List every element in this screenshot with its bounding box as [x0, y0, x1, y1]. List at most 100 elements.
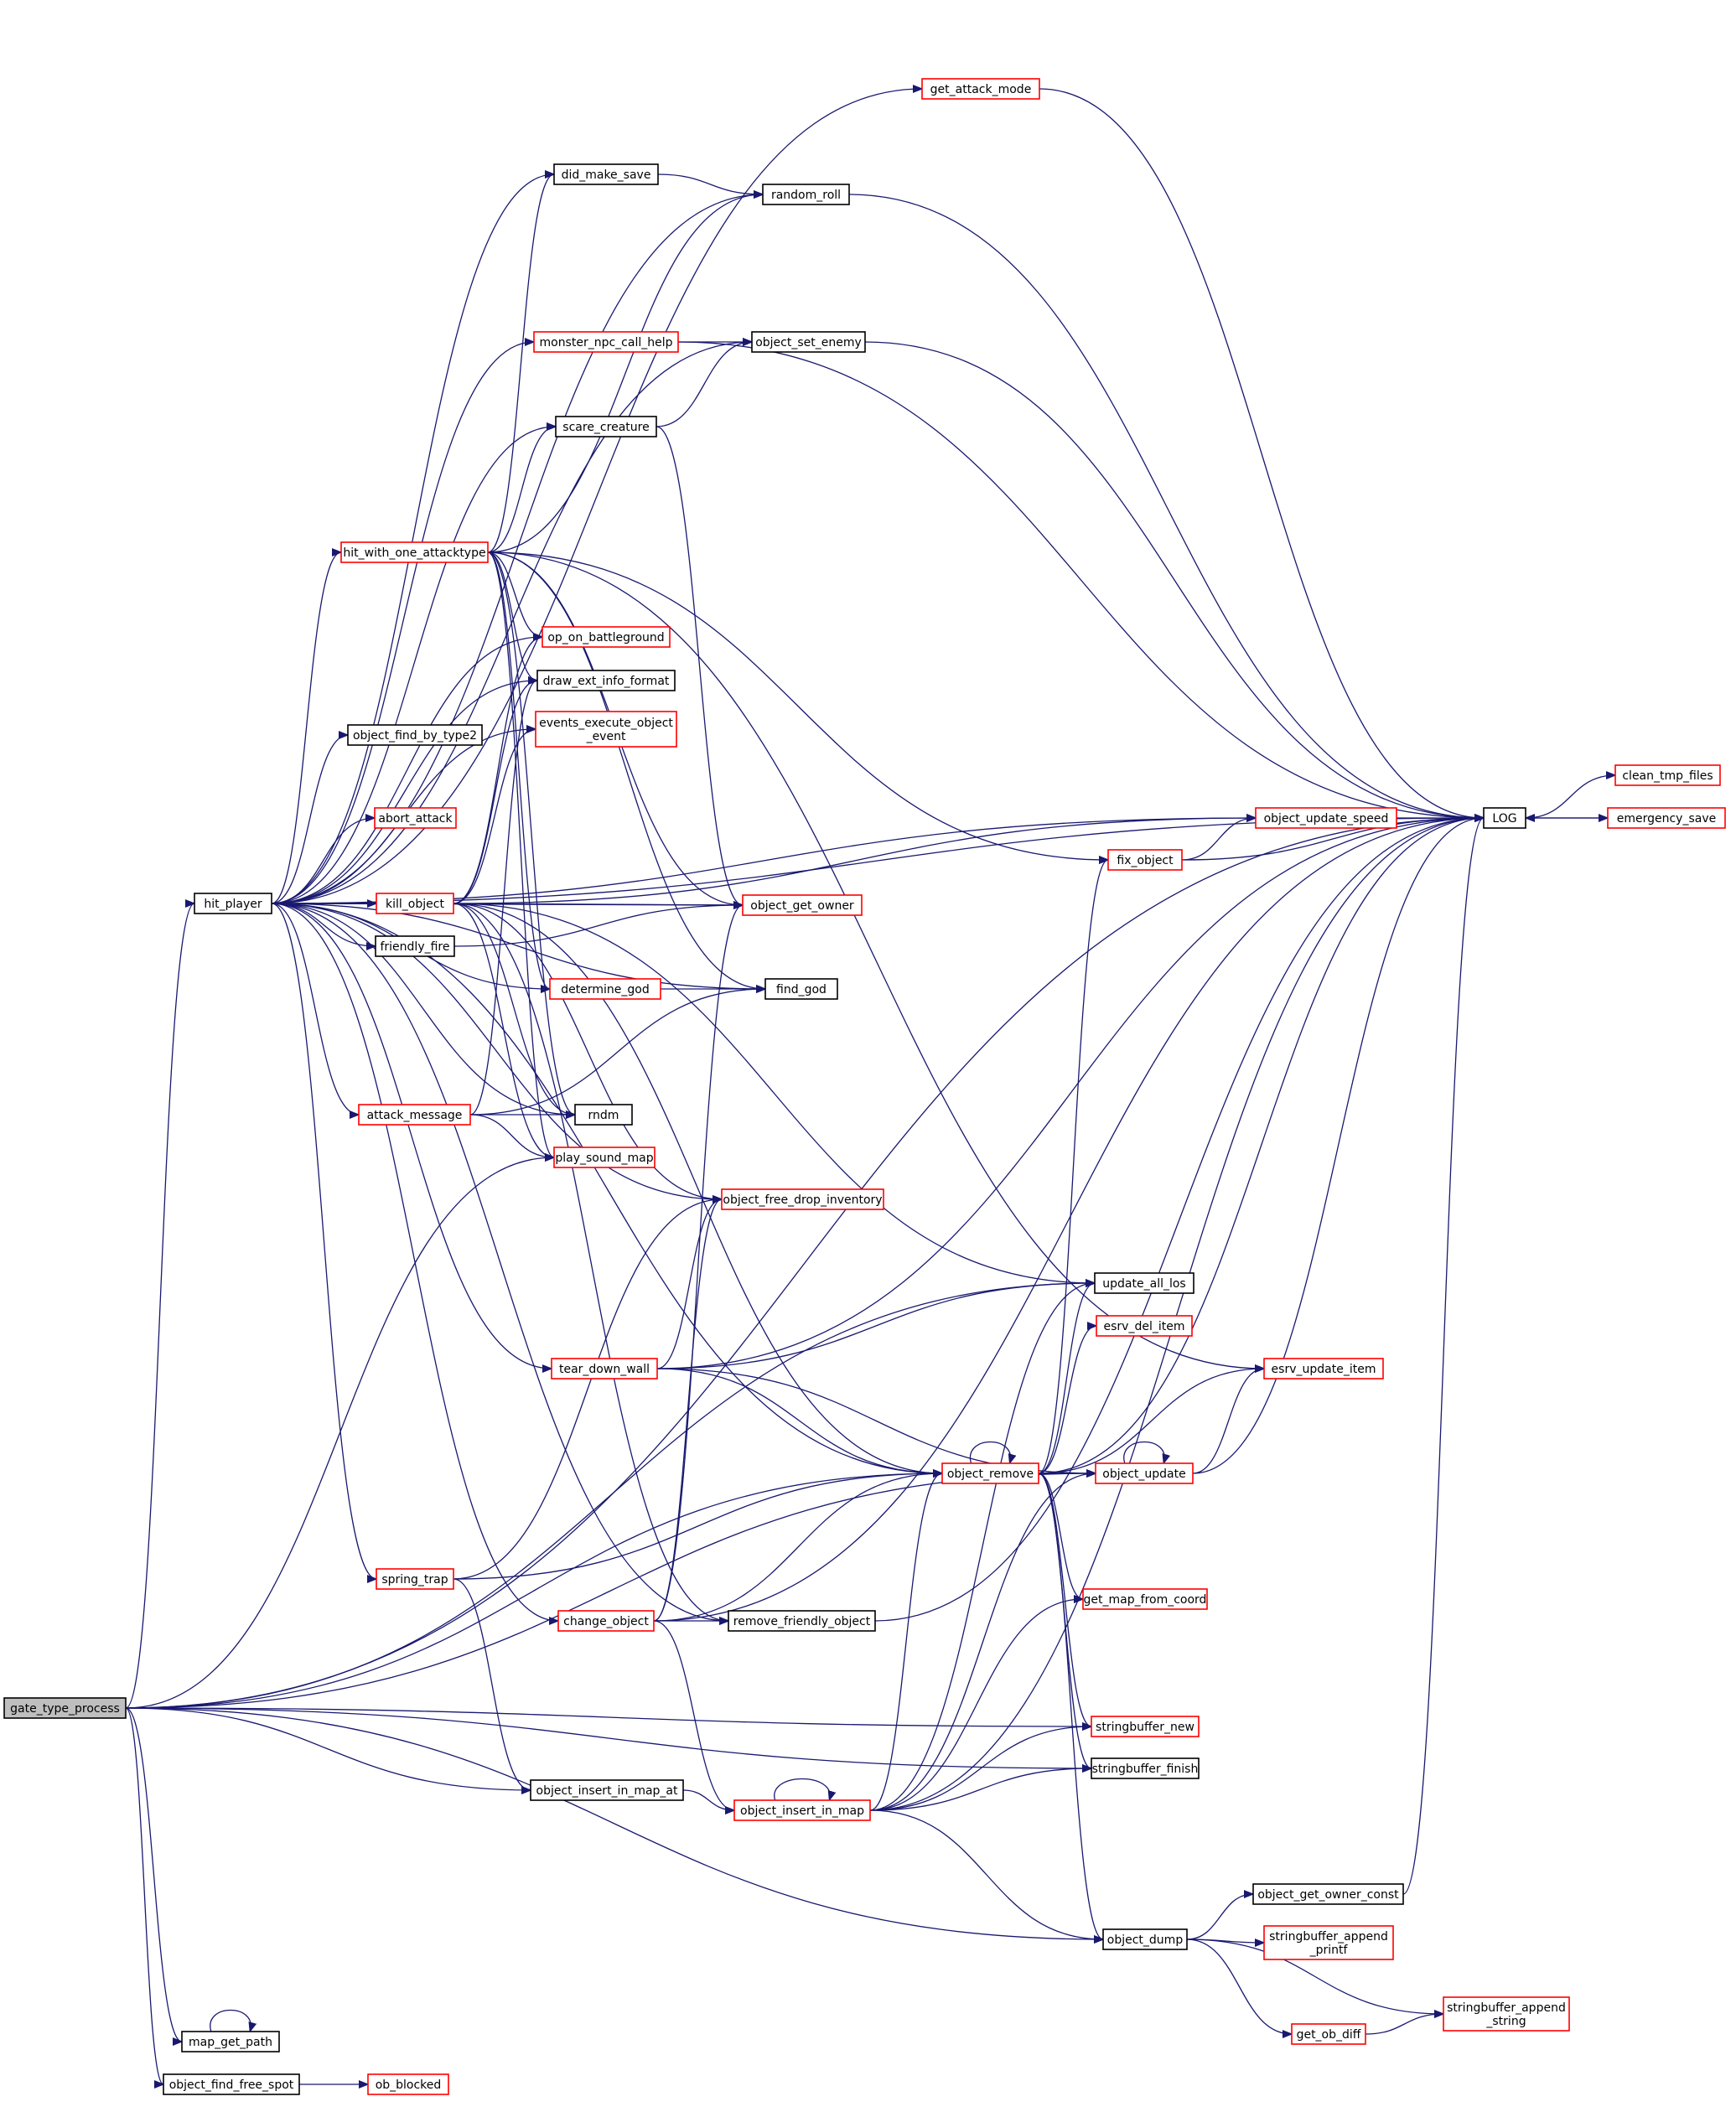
- node-box: [1096, 1315, 1193, 1337]
- edge-fix_object-to-object_update_speed: [1181, 818, 1256, 861]
- edge-change_object-to-object_free_drop_inventory: [653, 1199, 723, 1622]
- edge-object_remove-to-stringbuffer_new: [1038, 1473, 1092, 1726]
- node-random_roll[interactable]: random_roll: [762, 184, 850, 205]
- node-monster_npc_call_help[interactable]: monster_npc_call_help: [533, 331, 679, 353]
- node-find_god[interactable]: find_god: [764, 978, 838, 1000]
- node-hit_player[interactable]: hit_player: [194, 893, 272, 914]
- node-box: [535, 711, 677, 748]
- node-events_execute_object_event[interactable]: events_execute_object_event: [535, 711, 677, 748]
- edge-hit_player-to-remove_friendly_object: [271, 903, 728, 1621]
- edge-change_object-to-object_get_owner: [653, 905, 744, 1622]
- edge-change_object-to-LOG: [653, 818, 1484, 1622]
- node-tear_down_wall[interactable]: tear_down_wall: [551, 1358, 658, 1380]
- node-box: [1102, 1928, 1188, 1950]
- node-object_update_speed[interactable]: object_update_speed: [1255, 807, 1397, 829]
- node-ob_blocked[interactable]: ob_blocked: [367, 2073, 449, 2095]
- edge-object_insert_in_map-to-object_insert_in_map: [774, 1778, 830, 1801]
- node-object_remove[interactable]: object_remove: [941, 1462, 1039, 1484]
- edge-get_attack_mode-to-LOG: [1039, 88, 1484, 818]
- node-stringbuffer_append_printf[interactable]: stringbuffer_append_printf: [1263, 1925, 1394, 1960]
- node-label: draw_ext_info_format: [543, 675, 670, 688]
- node-did_make_save[interactable]: did_make_save: [553, 163, 659, 185]
- node-label: change_object: [563, 1615, 649, 1628]
- edge-gate_type_process-to-hit_player: [125, 903, 195, 1709]
- node-emergency_save[interactable]: emergency_save: [1607, 807, 1726, 829]
- node-box: [941, 1462, 1039, 1484]
- node-gate_type_process[interactable]: gate_type_process: [3, 1697, 127, 1719]
- edge-gate_type_process-to-object_find_free_spot: [125, 1707, 164, 2084]
- edge-hit_with_one_attacktype-to-random_roll: [487, 194, 763, 553]
- node-object_get_owner[interactable]: object_get_owner: [742, 894, 863, 916]
- node-label: get_map_from_coord: [1084, 1593, 1207, 1607]
- node-determine_god[interactable]: determine_god: [549, 978, 661, 1000]
- node-get_map_from_coord[interactable]: get_map_from_coord: [1082, 1588, 1208, 1610]
- node-esrv_del_item[interactable]: esrv_del_item: [1096, 1315, 1193, 1337]
- edge-object_insert_in_map-to-LOG: [869, 818, 1484, 1811]
- node-update_all_los[interactable]: update_all_los: [1094, 1272, 1194, 1294]
- node-abort_attack[interactable]: abort_attack: [374, 807, 457, 829]
- node-object_find_free_spot[interactable]: object_find_free_spot: [163, 2073, 300, 2095]
- node-clean_tmp_files[interactable]: clean_tmp_files: [1614, 764, 1721, 786]
- node-attack_message[interactable]: attack_message: [358, 1104, 471, 1126]
- node-object_free_drop_inventory[interactable]: object_free_drop_inventory: [721, 1188, 884, 1210]
- node-box: [1263, 1358, 1384, 1380]
- node-label: object_insert_in_map_at: [536, 1784, 679, 1798]
- node-map_get_path[interactable]: map_get_path: [181, 2031, 280, 2052]
- edge-hit_player-to-object_free_drop_inventory: [271, 903, 722, 1199]
- node-box: [742, 894, 863, 916]
- node-box: [1095, 1462, 1194, 1484]
- node-draw_ext_info_format[interactable]: draw_ext_info_format: [536, 670, 676, 691]
- node-object_set_enemy[interactable]: object_set_enemy: [751, 331, 866, 353]
- node-remove_friendly_object[interactable]: remove_friendly_object: [728, 1610, 876, 1632]
- node-spring_trap[interactable]: spring_trap: [376, 1568, 454, 1590]
- node-box: [3, 1697, 127, 1719]
- node-hit_with_one_attacktype[interactable]: hit_with_one_attacktype: [340, 541, 489, 563]
- node-label: events_execute_object_event: [539, 717, 673, 743]
- node-change_object[interactable]: change_object: [557, 1610, 655, 1632]
- node-object_insert_in_map[interactable]: object_insert_in_map: [733, 1799, 871, 1821]
- call-edges: [125, 88, 1615, 2084]
- node-object_update[interactable]: object_update: [1095, 1462, 1194, 1484]
- node-box: [733, 1799, 871, 1821]
- node-stringbuffer_finish[interactable]: stringbuffer_finish: [1091, 1757, 1200, 1779]
- node-scare_creature[interactable]: scare_creature: [555, 416, 657, 437]
- node-label: did_make_save: [562, 168, 651, 182]
- node-play_sound_map[interactable]: play_sound_map: [553, 1147, 656, 1168]
- node-get_ob_diff[interactable]: get_ob_diff: [1291, 2023, 1366, 2045]
- node-object_dump[interactable]: object_dump: [1102, 1928, 1188, 1950]
- node-box: [751, 331, 866, 353]
- node-label: kill_object: [386, 898, 444, 911]
- node-friendly_fire[interactable]: friendly_fire: [375, 935, 455, 957]
- edge-object_insert_in_map-to-stringbuffer_new: [869, 1726, 1091, 1811]
- node-box: [533, 331, 679, 353]
- node-kill_object[interactable]: kill_object: [376, 893, 454, 914]
- node-LOG[interactable]: LOG: [1483, 807, 1526, 829]
- edge-hit_with_one_attacktype-to-determine_god: [487, 551, 551, 989]
- node-object_get_owner_const[interactable]: object_get_owner_const: [1252, 1883, 1404, 1905]
- node-object_find_by_type2[interactable]: object_find_by_type2: [347, 724, 483, 746]
- node-label: fix_object: [1117, 854, 1174, 867]
- node-label: object_update: [1102, 1468, 1185, 1481]
- node-label: remove_friendly_object: [733, 1615, 871, 1628]
- node-fix_object[interactable]: fix_object: [1107, 849, 1183, 871]
- node-stringbuffer_append_string[interactable]: stringbuffer_append_string: [1443, 1996, 1570, 2032]
- node-object_insert_in_map_at[interactable]: object_insert_in_map_at: [530, 1779, 684, 1801]
- node-op_on_battleground[interactable]: op_on_battleground: [542, 626, 671, 648]
- edge-hit_player-to-attack_message: [271, 903, 359, 1115]
- edge-scare_creature-to-object_set_enemy: [656, 342, 752, 427]
- edge-hit_player-to-did_make_save: [271, 174, 554, 904]
- node-box: [536, 670, 676, 691]
- node-get_attack_mode[interactable]: get_attack_mode: [921, 78, 1040, 100]
- edge-object_update-to-object_update: [1123, 1441, 1164, 1464]
- edge-map_get_path-to-map_get_path: [210, 2009, 251, 2032]
- node-esrv_update_item[interactable]: esrv_update_item: [1263, 1358, 1384, 1380]
- node-label: gate_type_process: [10, 1702, 120, 1716]
- node-box: [163, 2073, 300, 2095]
- node-label: friendly_fire: [380, 940, 449, 954]
- node-rndm[interactable]: rndm: [574, 1104, 633, 1126]
- node-label: LOG: [1492, 812, 1516, 826]
- node-label: update_all_los: [1102, 1277, 1185, 1291]
- edge-kill_object-to-draw_ext_info_format: [453, 681, 537, 904]
- node-stringbuffer_new[interactable]: stringbuffer_new: [1091, 1716, 1200, 1737]
